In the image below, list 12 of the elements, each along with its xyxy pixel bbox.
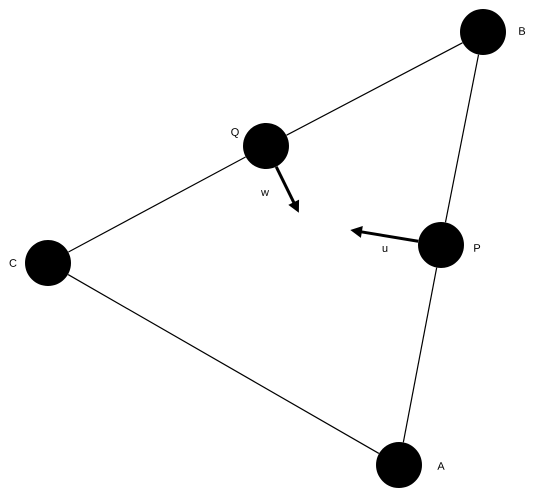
- line: [286, 42, 463, 136]
- point-label: C: [10, 259, 17, 267]
- point-label: P: [474, 244, 480, 252]
- edge-label: w: [260, 189, 270, 197]
- line: [68, 274, 380, 454]
- line: [402, 268, 438, 442]
- line: [444, 54, 480, 222]
- point-label: Q: [231, 128, 239, 138]
- point-label: B: [519, 27, 526, 35]
- point-label: A: [437, 462, 445, 470]
- edge-label: u: [380, 245, 390, 253]
- line: [68, 156, 246, 253]
